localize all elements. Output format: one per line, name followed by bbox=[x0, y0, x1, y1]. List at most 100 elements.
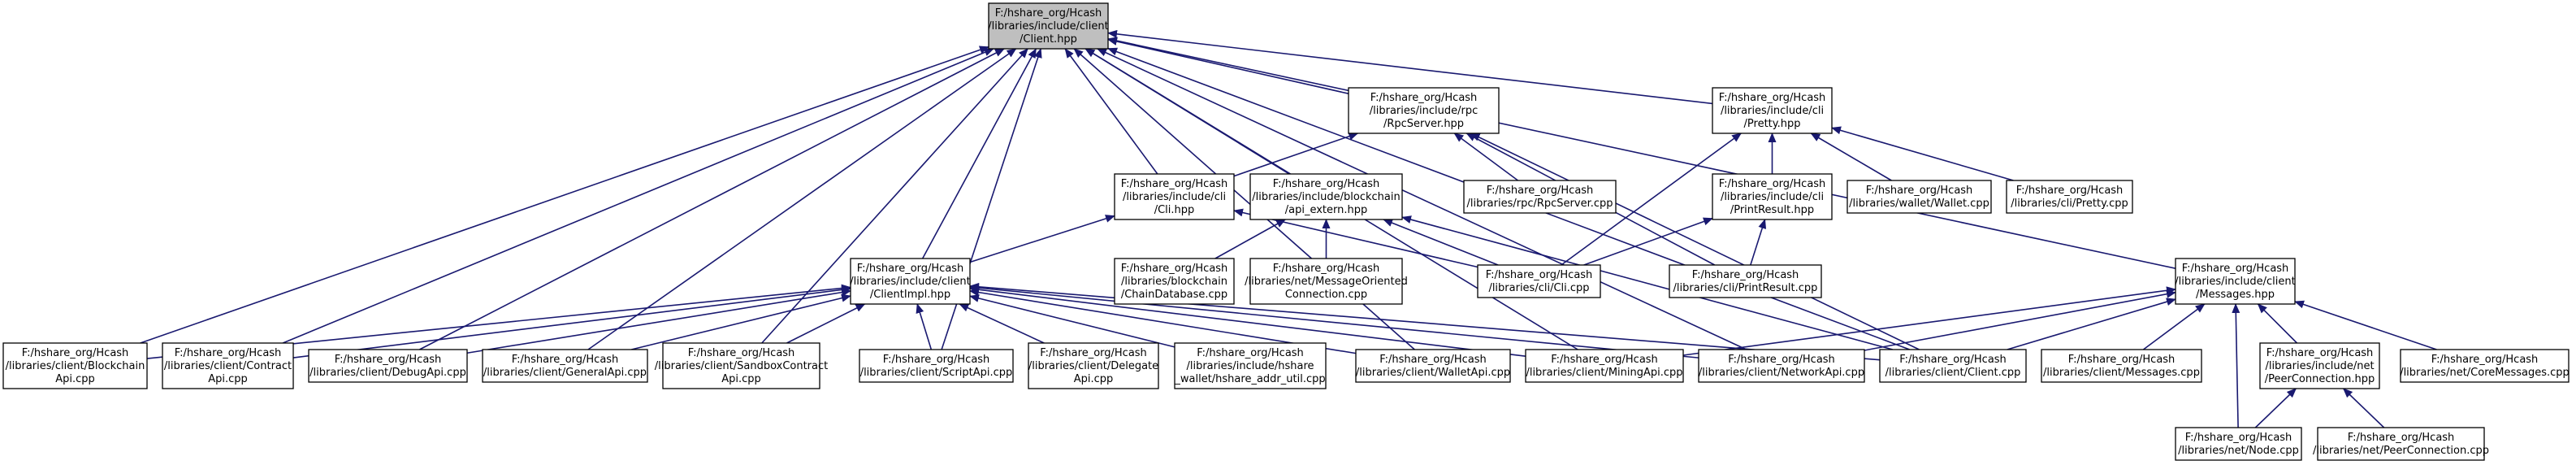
node-box bbox=[482, 349, 648, 383]
edge-arrow bbox=[1750, 219, 1767, 266]
node-wallet-cpp[interactable]: F:/hshare_org/Hcash/libraries/wallet/Wal… bbox=[1846, 180, 1992, 214]
edge-arrow bbox=[587, 48, 1017, 350]
node-label-line: Api.cpp bbox=[55, 373, 95, 385]
edge-arrow bbox=[969, 284, 1699, 359]
node-hshare-addr-util-cpp[interactable]: F:/hshare_org/Hcash/libraries/include/hs… bbox=[1174, 342, 1327, 389]
edge-blockchainapi-cpp-to-client-hpp bbox=[140, 46, 989, 344]
node-box bbox=[1114, 258, 1235, 305]
node-label-line: /libraries/include/client bbox=[850, 276, 970, 288]
edge-arrow bbox=[466, 288, 851, 354]
edge-clientimpl-hpp-to-client-hpp bbox=[921, 48, 1037, 259]
node-box bbox=[2259, 342, 2380, 389]
node-label-line: /libraries/include/client bbox=[988, 20, 1108, 33]
node-cli-cpp[interactable]: F:/hshare_org/Hcash/libraries/cli/Cli.cp… bbox=[1477, 264, 1601, 298]
node-debugapi-cpp[interactable]: F:/hshare_org/Hcash/libraries/client/Deb… bbox=[308, 349, 468, 383]
edge-arrow bbox=[921, 48, 1037, 259]
edge-arrow bbox=[1810, 133, 1892, 181]
node-client-cpp[interactable]: F:/hshare_org/Hcash/libraries/client/Cli… bbox=[1879, 349, 2027, 383]
node-label-line: /libraries/net/MessageOriented bbox=[1245, 276, 1408, 288]
node-label-line: /Client.hpp bbox=[1020, 33, 1077, 46]
node-cli-hpp[interactable]: F:/hshare_org/Hcash/libraries/include/cl… bbox=[1114, 173, 1235, 220]
node-box bbox=[1698, 349, 1865, 383]
node-pretty-hpp[interactable]: F:/hshare_org/Hcash/libraries/include/cl… bbox=[1712, 87, 1833, 134]
edge-wallet-cpp-to-pretty-hpp bbox=[1810, 133, 1892, 181]
node-chaindatabase-cpp[interactable]: F:/hshare_org/Hcash/libraries/blockchain… bbox=[1114, 258, 1235, 305]
node-scriptapi-cpp[interactable]: F:/hshare_org/Hcash/libraries/client/Scr… bbox=[859, 349, 1014, 383]
node-miningapi-cpp[interactable]: F:/hshare_org/Hcash/libraries/client/Min… bbox=[1525, 349, 1684, 383]
node-messageoriented-cpp[interactable]: F:/hshare_org/Hcash/libraries/net/Messag… bbox=[1245, 258, 1408, 305]
edge-networkapi-cpp-to-messages-hpp bbox=[1864, 289, 2176, 351]
node-clientimpl-hpp[interactable]: F:/hshare_org/Hcash/libraries/include/cl… bbox=[850, 258, 971, 305]
node-box bbox=[308, 349, 468, 383]
node-label-line: F:/hshare_org/Hcash bbox=[2266, 347, 2374, 359]
node-label-line: /api_extern.hpp bbox=[1285, 204, 1368, 216]
node-label-line: /libraries/client/GeneralApi.cpp bbox=[483, 367, 647, 379]
edge-peerconnection-cpp-to-peerconnection-hpp bbox=[2342, 388, 2385, 428]
edge-arrow bbox=[786, 303, 866, 344]
edge-arrow bbox=[2232, 303, 2240, 428]
node-label-line: /libraries/include/hshare bbox=[1186, 360, 1314, 372]
node-rpcserver-cpp[interactable]: F:/hshare_org/Hcash/libraries/rpc/RpcSer… bbox=[1463, 180, 1617, 214]
node-pretty-cpp[interactable]: F:/hshare_org/Hcash/libraries/cli/Pretty… bbox=[2006, 180, 2133, 214]
node-peerconnection-hpp[interactable]: F:/hshare_org/Hcash/libraries/include/ne… bbox=[2259, 342, 2380, 389]
node-label-line: F:/hshare_org/Hcash bbox=[2185, 432, 2292, 444]
edge-printresult-cpp-to-printresult-hpp bbox=[1750, 219, 1767, 266]
edge-messages-cpp-to-messages-hpp bbox=[2142, 303, 2206, 350]
node-box bbox=[988, 2, 1109, 50]
node-label-line: /libraries/blockchain bbox=[1121, 276, 1227, 288]
node-label-line: /libraries/client/MiningApi.cpp bbox=[1526, 367, 1682, 379]
node-delegateapi-cpp[interactable]: F:/hshare_org/Hcash/libraries/client/Del… bbox=[1028, 342, 1159, 389]
edge-arrow bbox=[1107, 37, 1349, 94]
edge-arrow bbox=[1401, 215, 1894, 350]
edge-arrow bbox=[1383, 219, 1499, 266]
edge-arrow bbox=[631, 293, 851, 350]
edge-hshare-addr-util-cpp-to-clientimpl-hpp bbox=[969, 294, 1175, 348]
edge-pretty-hpp-to-client-hpp bbox=[1107, 29, 1713, 105]
node-messages-hpp[interactable]: F:/hshare_org/Hcash/libraries/include/cl… bbox=[2175, 258, 2296, 305]
node-box bbox=[662, 342, 820, 389]
edge-arrow bbox=[2294, 300, 2437, 350]
edge-arrow bbox=[140, 46, 989, 344]
node-label-line: Api.cpp bbox=[208, 373, 248, 385]
node-label-line: /libraries/client/Messages.cpp bbox=[2043, 367, 2200, 379]
node-box bbox=[1712, 173, 1833, 220]
node-label-line: /libraries/client/Contract bbox=[164, 360, 292, 372]
edge-arrow bbox=[292, 285, 851, 359]
node-messages-cpp[interactable]: F:/hshare_org/Hcash/libraries/client/Mes… bbox=[2041, 349, 2202, 383]
node-box bbox=[2317, 427, 2485, 461]
edge-chaindatabase-cpp-to-api-extern-hpp bbox=[1214, 219, 1287, 259]
node-label-line: /ChainDatabase.cpp bbox=[1121, 289, 1227, 301]
edge-networkapi-cpp-to-client-hpp bbox=[1097, 48, 1747, 350]
node-label-line: /libraries/cli/Cli.cpp bbox=[1488, 282, 1589, 294]
node-label-line: /libraries/net/PeerConnection.cpp bbox=[2313, 445, 2489, 457]
node-networkapi-cpp[interactable]: F:/hshare_org/Hcash/libraries/client/Net… bbox=[1698, 349, 1865, 383]
node-node-cpp[interactable]: F:/hshare_org/Hcash/libraries/net/Node.c… bbox=[2175, 427, 2302, 461]
node-label-line: F:/hshare_org/Hcash bbox=[1486, 269, 1593, 281]
node-box bbox=[2400, 349, 2570, 383]
node-label-line: F:/hshare_org/Hcash bbox=[1273, 263, 1380, 275]
node-box bbox=[1249, 258, 1403, 305]
node-contractapi-cpp[interactable]: F:/hshare_org/Hcash/libraries/client/Con… bbox=[162, 342, 294, 389]
node-walletapi-cpp[interactable]: F:/hshare_org/Hcash/libraries/client/Wal… bbox=[1355, 349, 1511, 383]
node-api-extern-hpp[interactable]: F:/hshare_org/Hcash/libraries/include/bl… bbox=[1249, 173, 1403, 220]
edge-arrow bbox=[916, 303, 933, 350]
edge-peerconnection-hpp-to-messages-hpp bbox=[2257, 303, 2298, 344]
node-generalapi-cpp[interactable]: F:/hshare_org/Hcash/libraries/client/Gen… bbox=[482, 349, 648, 383]
node-blockchainapi-cpp[interactable]: F:/hshare_org/Hcash/libraries/client/Blo… bbox=[2, 342, 148, 389]
node-label-line: F:/hshare_org/Hcash bbox=[22, 347, 129, 359]
node-client-hpp: F:/hshare_org/Hcash/libraries/include/cl… bbox=[988, 2, 1109, 50]
edge-contractapi-cpp-to-clientimpl-hpp bbox=[292, 285, 851, 359]
edge-client-cpp-to-messages-hpp bbox=[2007, 298, 2176, 350]
node-label-line: /PrintResult.hpp bbox=[1730, 204, 1814, 216]
node-peerconnection-cpp[interactable]: F:/hshare_org/Hcash/libraries/net/PeerCo… bbox=[2313, 427, 2489, 461]
node-label-line: F:/hshare_org/Hcash bbox=[883, 354, 990, 366]
edge-contractapi-cpp-to-client-hpp bbox=[282, 48, 994, 344]
node-label-line: F:/hshare_org/Hcash bbox=[512, 354, 619, 366]
node-label-line: _wallet/hshare_addr_util.cpp bbox=[1174, 373, 1325, 385]
node-printresult-cpp[interactable]: F:/hshare_org/Hcash/libraries/cli/PrintR… bbox=[1669, 264, 1822, 298]
node-rpcserver-hpp[interactable]: F:/hshare_org/Hcash/libraries/include/rp… bbox=[1348, 87, 1500, 134]
edge-rpcserver-cpp-to-rpcserver-hpp bbox=[1453, 133, 1518, 181]
node-printresult-hpp[interactable]: F:/hshare_org/Hcash/libraries/include/cl… bbox=[1712, 173, 1833, 220]
node-coremessages-cpp[interactable]: F:/hshare_org/Hcash/libraries/net/CoreMe… bbox=[2400, 349, 2570, 383]
node-sandboxcontract-cpp[interactable]: F:/hshare_org/Hcash/libraries/client/San… bbox=[655, 342, 829, 389]
